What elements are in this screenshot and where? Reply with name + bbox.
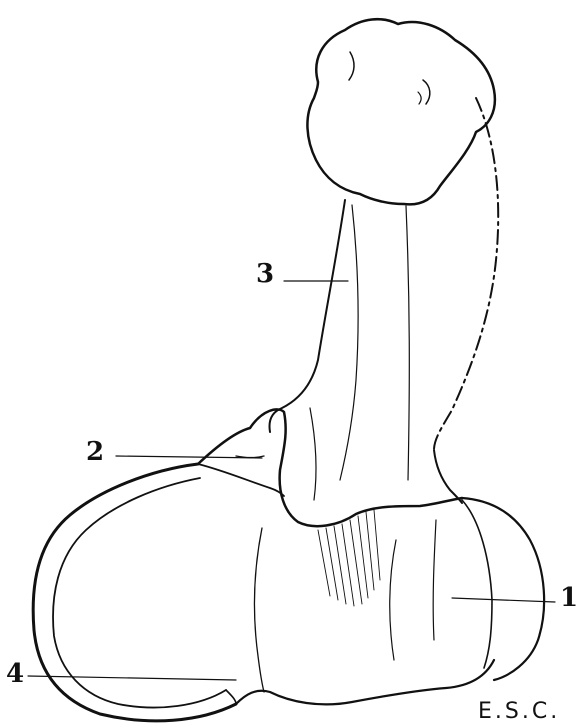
bone-shaft	[270, 200, 410, 500]
label-1: 1	[560, 583, 578, 613]
figure-labels: 3 2 1 4	[6, 259, 578, 689]
artist-signature: E.S.C.	[478, 699, 560, 724]
shaft-back-contour	[434, 98, 498, 503]
leader-lines	[28, 281, 555, 680]
label-4: 4	[6, 659, 24, 689]
label-2: 2	[86, 437, 104, 467]
leader-line-4	[28, 676, 236, 680]
bone-tubercle	[198, 409, 462, 526]
label-3: 3	[256, 259, 274, 289]
bone-body	[33, 464, 544, 721]
bone-head	[307, 19, 494, 204]
leader-line-1	[452, 598, 555, 602]
